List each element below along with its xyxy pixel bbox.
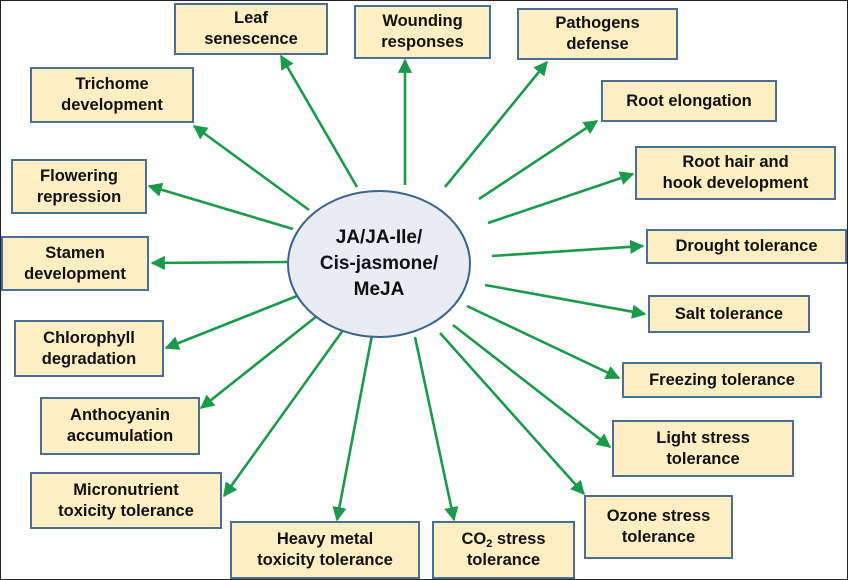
box-wounding-responses: Wounding responses — [354, 5, 491, 59]
box-chlorophyll-degradation: Chlorophyll degradation — [14, 320, 164, 377]
box-drought-tolerance: Drought tolerance — [646, 229, 847, 264]
arrow-to-micronutrient-toxicity-tolerance — [222, 325, 348, 498]
arrow-to-trichome-development — [192, 124, 310, 212]
box-co2-stress-tolerance: CO2 stress tolerance — [432, 521, 575, 579]
arrow-to-pathogens-defense — [443, 60, 549, 188]
box-label: Pathogens defense — [555, 14, 640, 53]
box-label: Salt tolerance — [674, 304, 784, 323]
box-label: Flowering repression — [36, 166, 122, 206]
arrow-to-freezing-tolerance — [466, 304, 621, 380]
box-label: Anthocyanin accumulation — [66, 406, 174, 445]
arrow-to-drought-tolerance — [491, 239, 645, 258]
box-label: Root hair and hook development — [662, 153, 809, 192]
box-label: Trichome development — [61, 75, 163, 114]
box-anthocyanin-accumulation: Anthocyanin accumulation — [40, 397, 200, 455]
hub-line-3: MeJA — [353, 279, 405, 300]
box-leaf-senescence: Leaf senescence — [174, 3, 328, 55]
arrow-to-light-stress-tolerance — [452, 323, 612, 449]
box-flowering-repression: Flowering repression — [11, 159, 147, 214]
arrow-to-root-elongation — [478, 119, 599, 201]
box-label: Ozone stress tolerance — [606, 507, 711, 546]
box-root-elongation: Root elongation — [601, 80, 777, 122]
arrow-to-root-hair-hook-development — [487, 171, 635, 225]
box-label: Leaf senescence — [204, 9, 298, 48]
hub-line-2: Cis-jasmone/ — [319, 253, 439, 274]
box-heavy-metal-toxicity-tolerance: Heavy metal toxicity tolerance — [230, 521, 420, 579]
arrow-to-anthocyanin-accumulation — [199, 314, 318, 410]
subscript-2: 2 — [486, 538, 493, 550]
hub-line-1: JA/JA-Ile/ — [335, 227, 423, 248]
box-micronutrient-toxicity-tolerance: Micronutrient toxicity tolerance — [30, 472, 222, 529]
box-label: Drought tolerance — [675, 237, 818, 255]
arrow-to-leaf-senescence — [279, 54, 359, 188]
box-label: Wounding responses — [381, 12, 464, 51]
box-freezing-tolerance: Freezing tolerance — [622, 362, 822, 398]
box-trichome-development: Trichome development — [30, 67, 194, 123]
box-label: Freezing tolerance — [649, 370, 795, 389]
center-hub-jasmonates: JA/JA-Ile/ Cis-jasmone/ MeJA — [287, 190, 471, 338]
arrow-to-heavy-metal-toxicity-tolerance — [332, 334, 374, 522]
box-pathogens-defense: Pathogens defense — [517, 8, 678, 60]
box-label: Micronutrient toxicity tolerance — [58, 480, 194, 520]
arrow-to-salt-tolerance — [484, 283, 647, 319]
box-label: Heavy metal toxicity tolerance — [257, 530, 393, 569]
box-label: CO2 stress tolerance — [461, 530, 546, 569]
box-salt-tolerance: Salt tolerance — [648, 295, 810, 333]
box-label: Chlorophyll degradation — [41, 328, 137, 368]
arrow-to-flowering-repression — [147, 182, 294, 231]
arrow-to-co2-stress-tolerance — [413, 336, 459, 522]
box-light-stress-tolerance: Light stress tolerance — [612, 420, 794, 477]
box-ozone-stress-tolerance: Ozone stress tolerance — [584, 495, 733, 559]
box-label: Root elongation — [626, 91, 752, 110]
box-stamen-development: Stamen development — [1, 236, 149, 291]
box-root-hair-hook-development: Root hair and hook development — [635, 146, 836, 200]
arrow-to-ozone-stress-tolerance — [439, 332, 585, 496]
box-label: Light stress tolerance — [656, 428, 750, 468]
arrow-to-chlorophyll-degradation — [164, 294, 298, 350]
arrow-to-stamen-development — [150, 255, 288, 271]
box-label: Stamen development — [24, 243, 126, 283]
